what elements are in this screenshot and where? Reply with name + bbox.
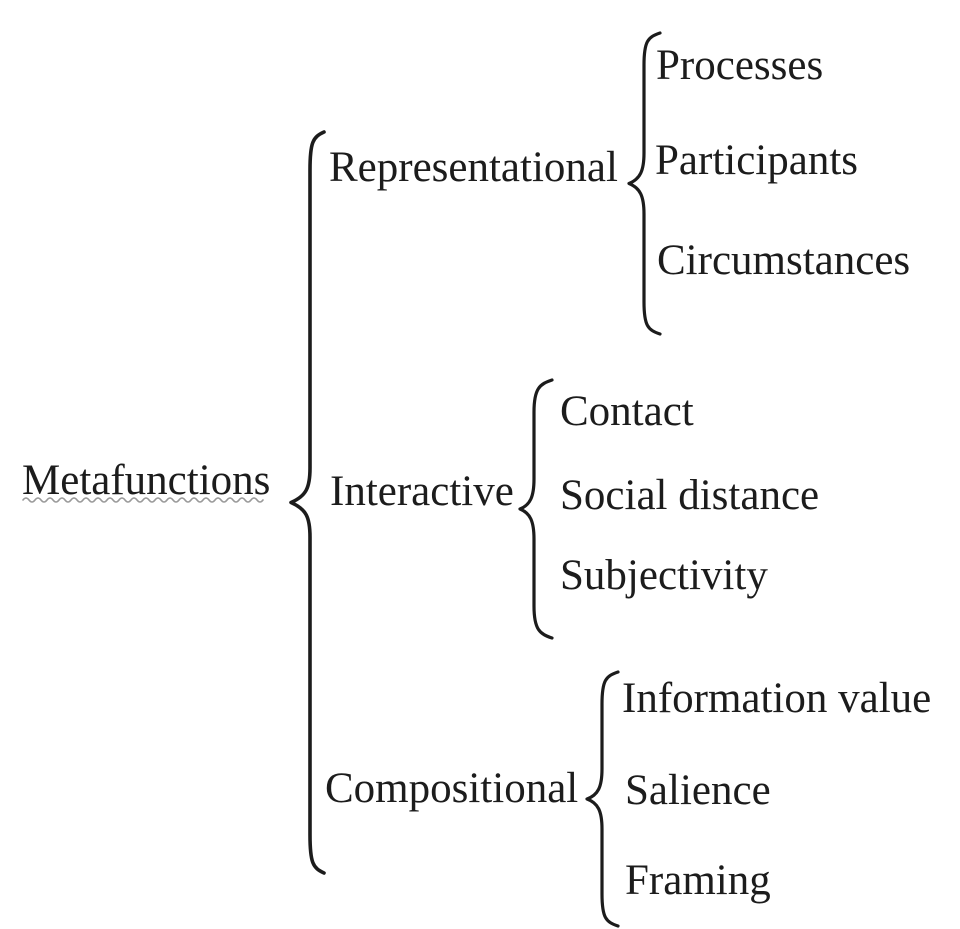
leaf-label-circumstances: Circumstances <box>657 237 911 284</box>
brace-compositional-icon <box>585 670 620 928</box>
leaf-label-social-distance: Social distance <box>560 472 820 519</box>
leaf-label-framing: Framing <box>625 857 771 904</box>
branch-label-representational: Representational <box>329 144 618 191</box>
wavy-underline-icon <box>22 497 264 503</box>
leaf-label-salience: Salience <box>625 767 771 814</box>
branch-label-interactive: Interactive <box>330 468 514 515</box>
leaf-label-information-value: Information value <box>622 675 932 722</box>
leaf-label-participants: Participants <box>655 137 859 184</box>
leaf-label-processes: Processes <box>656 42 824 89</box>
brace-representational-icon <box>627 31 662 336</box>
leaf-label-contact: Contact <box>560 388 694 435</box>
root-brace-icon <box>289 130 326 875</box>
root-label-metafunctions: Metafunctions <box>22 457 271 504</box>
leaf-label-subjectivity: Subjectivity <box>560 552 768 599</box>
branch-label-compositional: Compositional <box>325 765 579 812</box>
brace-interactive-icon <box>518 378 554 640</box>
